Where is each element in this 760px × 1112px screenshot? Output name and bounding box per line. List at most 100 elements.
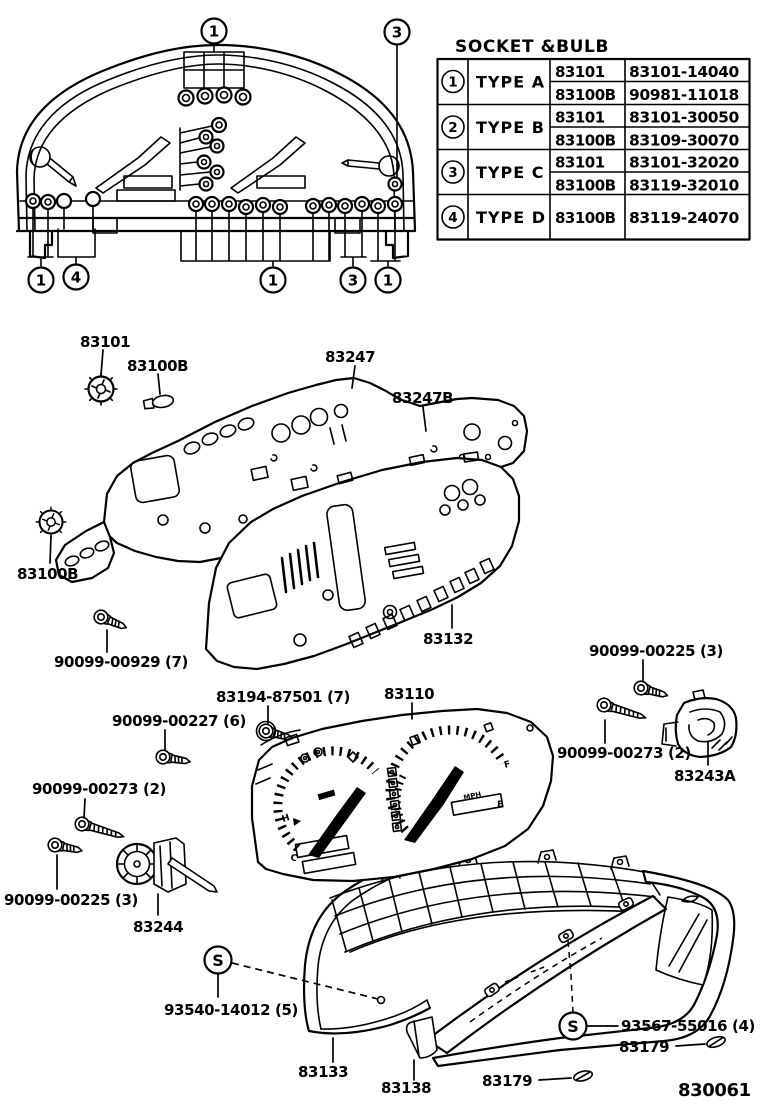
callout-number: 4 <box>71 269 81 287</box>
socket-83100b-left-icon <box>35 506 67 538</box>
leader-dashed-93540 <box>231 962 379 1000</box>
row-part: 83100B <box>555 177 616 195</box>
bulb-group-top <box>177 43 252 107</box>
part-label-83100b-top: 83100B <box>127 357 188 375</box>
tachometer-ticks <box>273 746 380 852</box>
socket-83101-icon <box>83 371 119 407</box>
callout-number: 1 <box>36 272 46 290</box>
screw-90099-00225-right-icon <box>631 678 671 703</box>
row-number: 90981-11018 <box>629 86 739 104</box>
needle-right <box>230 136 306 194</box>
part-label-83194-87501: 83194-87501 (7) <box>216 688 350 706</box>
row-part: 83101 <box>555 109 605 127</box>
part-label-83100b-left: 83100B <box>17 565 78 583</box>
table-title: SOCKET &BULB <box>455 37 609 57</box>
s-marker-left: S <box>203 945 233 975</box>
meter-housing-83133 <box>302 841 661 1035</box>
row-number: 83109-30070 <box>629 132 739 150</box>
fuel-full-mark: F <box>503 760 512 771</box>
temp-cold-mark: C <box>289 853 298 864</box>
callout-3-top-right: 3 <box>383 18 411 46</box>
row-callout: 2 <box>448 120 457 136</box>
row-callout: 3 <box>448 165 457 181</box>
screw-90099-00225-left-icon <box>46 836 85 859</box>
bulb-83100b-top-icon <box>142 394 175 410</box>
part-label-90099-00929: 90099-00929 (7) <box>54 653 188 671</box>
bulb-group-center <box>179 116 228 192</box>
part-label-83110: 83110 <box>384 685 434 703</box>
screw-90099-00929-icon <box>91 607 130 635</box>
row-part: 83100B <box>555 132 616 150</box>
part-label-90099-00225-left: 90099-00225 (3) <box>4 891 138 909</box>
fuel-empty-mark: E <box>497 800 503 810</box>
callout-number: 1 <box>268 272 278 290</box>
table-row-type-c: 3 TYPE C 83101 83101-32020 83100B 83119-… <box>441 154 740 195</box>
part-label-83138: 83138 <box>381 1079 431 1097</box>
bulb-group-bottom-left <box>24 190 102 267</box>
speedometer-needle <box>404 766 464 843</box>
s-symbol: S <box>567 1017 579 1036</box>
callout-1-top: 1 <box>200 17 228 45</box>
mask-plate-83138 <box>405 894 668 1059</box>
mount-foot-left <box>28 229 54 260</box>
screw-90099-00227-icon <box>154 748 193 770</box>
part-label-90099-00273-right: 90099-00273 (2) <box>557 744 691 762</box>
row-callout: 4 <box>448 210 457 226</box>
part-label-90099-00273-left: 90099-00273 (2) <box>32 780 166 798</box>
row-type: TYPE C <box>476 163 544 182</box>
callout-3-bottom-right: 3 <box>339 266 367 294</box>
part-label-83244: 83244 <box>133 918 183 936</box>
trip-knob-left <box>29 146 77 187</box>
row-part: 83100B <box>555 86 616 104</box>
row-type: TYPE A <box>476 73 545 92</box>
screw-90099-00273-left-icon <box>72 814 127 845</box>
row-part: 83101 <box>555 154 605 172</box>
circuit-plate-83247 <box>54 376 529 584</box>
callout-number: 3 <box>348 272 358 290</box>
part-label-83247b: 83247B <box>392 389 453 407</box>
part-label-90099-00227: 90099-00227 (6) <box>112 712 246 730</box>
table-row-type-d: 4 TYPE D 83100B 83119-24070 <box>441 205 740 229</box>
row-type: TYPE B <box>476 118 545 137</box>
row-number: 83101-32020 <box>629 154 739 172</box>
resistor-83243a <box>661 689 738 759</box>
callout-1-bottom-center: 1 <box>259 266 287 294</box>
clip-83179-left-icon <box>571 1068 595 1084</box>
row-part: 83100B <box>555 209 616 227</box>
mph-mark: MPH <box>463 790 482 802</box>
mount-foot-right <box>384 229 410 260</box>
labels-layer: 83101 83100B 83247 83247B 83100B 90099-0… <box>4 333 755 1101</box>
screw-90099-00273-right-icon <box>594 695 649 726</box>
meter-glass-frame <box>431 869 736 1068</box>
leader-83247 <box>351 365 356 389</box>
part-label-83132: 83132 <box>423 630 473 648</box>
part-label-83243a: 83243A <box>674 767 736 785</box>
part-label-83101: 83101 <box>80 333 130 351</box>
part-label-83133: 83133 <box>298 1063 348 1081</box>
leader-83247b <box>422 406 427 432</box>
bulb-group-bottom-right <box>336 195 404 267</box>
meter-assembly-83110: H C MPH F E <box>250 707 555 883</box>
row-callout: 1 <box>448 75 457 91</box>
part-label-90099-00225-right: 90099-00225 (3) <box>589 642 723 660</box>
exploded-view: H C MPH F E <box>35 371 738 1084</box>
leader-83100b-left <box>49 535 52 564</box>
leader-83179-left <box>538 1077 572 1081</box>
clip-83179-right-icon <box>704 1033 728 1051</box>
trip-knob-right <box>341 155 400 177</box>
part-label-83179-left: 83179 <box>482 1072 532 1090</box>
row-part: 83101 <box>555 63 605 81</box>
row-number: 83119-32010 <box>629 177 739 195</box>
callout-number: 1 <box>209 23 219 41</box>
callout-4-bottom-left: 4 <box>62 263 90 291</box>
row-number: 83101-30050 <box>629 109 739 127</box>
part-label-83179-right: 83179 <box>619 1038 669 1056</box>
leader-83100b-top <box>157 373 161 395</box>
row-number: 83101-14040 <box>629 63 739 81</box>
gauge-unit-83244 <box>115 837 218 893</box>
meter-case-83132 <box>204 451 521 671</box>
socket-bulb-table: SOCKET &BULB 1 TYPE A 83101 83101-14040 … <box>436 37 751 241</box>
table-row-type-b: 2 TYPE B 83101 83101-30050 83100B 83109-… <box>441 109 740 150</box>
s-symbol: S <box>212 951 224 970</box>
